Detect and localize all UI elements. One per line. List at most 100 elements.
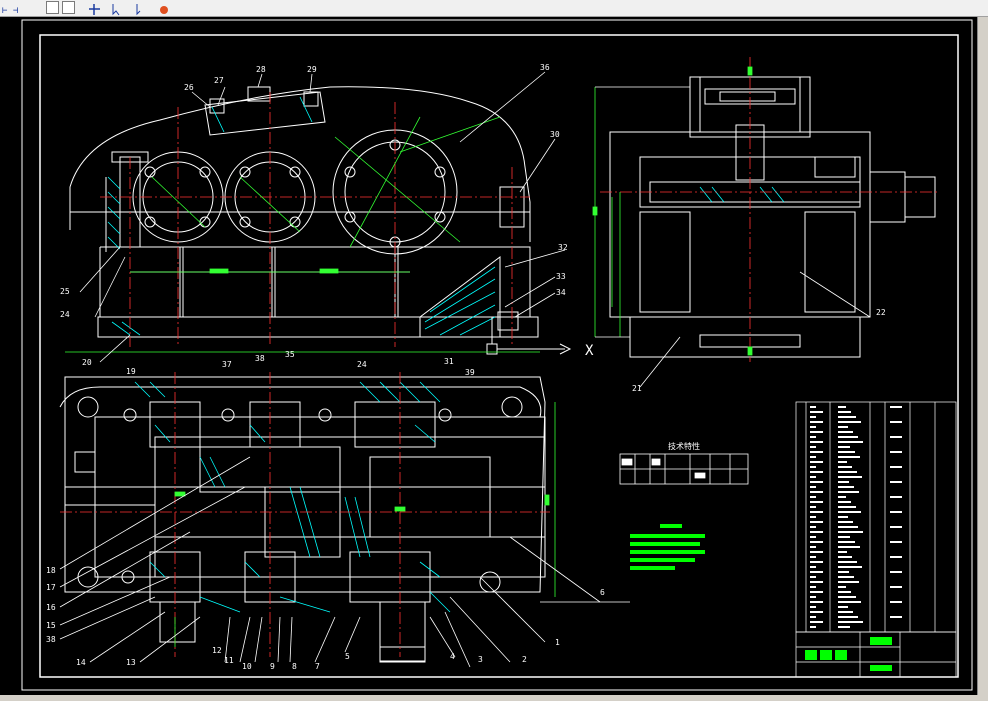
bom-row-mark — [890, 601, 902, 603]
bom-row-mark — [838, 581, 859, 583]
svg-text:13: 13 — [126, 658, 136, 667]
svg-text:12: 12 — [212, 646, 222, 655]
svg-text:5: 5 — [345, 652, 350, 661]
bom-row-mark — [890, 586, 902, 588]
bom-row-mark — [810, 626, 816, 628]
bom-row-mark — [810, 621, 823, 623]
table-title: 技术特性 — [668, 441, 700, 451]
bom-row-mark — [810, 566, 816, 568]
bom-row-mark — [810, 596, 816, 598]
hatch-top — [107, 96, 496, 336]
dimension-icon[interactable]: ⊢ ⊣ — [2, 1, 18, 16]
bom-row-mark — [838, 586, 846, 588]
bom-row-mark — [810, 576, 816, 578]
pointer-icon[interactable] — [110, 1, 123, 16]
rectangle-icon[interactable] — [62, 1, 75, 14]
parts-list-rows — [810, 406, 902, 628]
bom-row-mark — [890, 421, 902, 423]
pointer-icon[interactable] — [132, 1, 145, 16]
bom-row-mark — [810, 451, 823, 453]
svg-text:18: 18 — [46, 566, 56, 575]
bom-row-mark — [890, 511, 902, 513]
bom-row-mark — [810, 586, 816, 588]
bom-row-mark — [838, 431, 853, 433]
svg-text:14: 14 — [76, 658, 86, 667]
bom-row-mark — [890, 496, 902, 498]
bom-row-mark — [838, 426, 848, 428]
svg-text:32: 32 — [558, 243, 568, 252]
svg-text:11: 11 — [224, 656, 234, 665]
bom-row-mark — [810, 591, 823, 593]
bom-row-mark — [810, 476, 816, 478]
bom-row-mark — [810, 611, 823, 613]
svg-text:24: 24 — [60, 310, 70, 319]
bom-row-mark — [890, 451, 902, 453]
bom-row-mark — [838, 616, 858, 618]
svg-text:2: 2 — [522, 655, 527, 664]
bom-row-mark — [838, 521, 853, 523]
bom-row-mark — [838, 501, 851, 503]
bom-row-mark — [838, 441, 863, 443]
svg-text:4: 4 — [450, 652, 455, 661]
status-bar — [0, 695, 988, 701]
bom-row-mark — [810, 521, 823, 523]
bom-row-mark — [838, 486, 854, 488]
bom-row-mark — [838, 411, 851, 413]
svg-text:8: 8 — [292, 662, 297, 671]
bom-row-mark — [838, 511, 861, 513]
vertical-scrollbar[interactable] — [977, 17, 988, 695]
svg-text:9: 9 — [270, 662, 275, 671]
bom-row-mark — [838, 436, 858, 438]
svg-text:26: 26 — [184, 83, 194, 92]
bom-row-mark — [838, 596, 856, 598]
bom-row-mark — [838, 601, 861, 603]
svg-text:3: 3 — [478, 655, 483, 664]
bom-row-mark — [810, 511, 823, 513]
bom-row-mark — [838, 541, 855, 543]
bom-row-mark — [838, 576, 854, 578]
bom-row-mark — [810, 461, 823, 463]
svg-text:15: 15 — [46, 621, 56, 630]
svg-text:⊢ ⊣: ⊢ ⊣ — [2, 6, 18, 16]
bom-row-mark — [810, 526, 816, 528]
bom-row-mark — [810, 491, 823, 493]
bom-row-mark — [890, 616, 902, 618]
svg-text:25: 25 — [60, 287, 70, 296]
bom-row-mark — [838, 456, 860, 458]
dims-side — [592, 66, 753, 356]
svg-text:28: 28 — [256, 65, 266, 74]
drawing-canvas[interactable]: X — [0, 17, 978, 695]
bom-row-mark — [890, 556, 902, 558]
bom-row-mark — [810, 456, 816, 458]
bom-row-mark — [810, 546, 816, 548]
bom-row-mark — [890, 526, 902, 528]
bom-row-mark — [890, 541, 902, 543]
bom-row-mark — [838, 561, 857, 563]
side-view — [609, 76, 936, 358]
bom-row-mark — [890, 466, 902, 468]
svg-text:24: 24 — [357, 360, 367, 369]
bom-row-mark — [838, 471, 857, 473]
bom-row-mark — [810, 471, 823, 473]
bom-row-mark — [838, 446, 850, 448]
hatch-bottom — [134, 381, 451, 613]
bom-row-mark — [838, 476, 862, 478]
fire-icon[interactable] — [158, 1, 171, 14]
axis-label: X — [585, 343, 594, 359]
svg-text:34: 34 — [556, 288, 566, 297]
svg-text:21: 21 — [632, 384, 642, 393]
bom-row-mark — [838, 571, 849, 573]
bom-row-mark — [810, 556, 816, 558]
bom-row-mark — [890, 406, 902, 408]
bom-row-mark — [810, 446, 816, 448]
bom-row-mark — [810, 436, 816, 438]
rectangle-icon[interactable] — [46, 1, 59, 14]
svg-text:30: 30 — [550, 130, 560, 139]
svg-text:6: 6 — [600, 588, 605, 597]
bottom-view — [59, 376, 546, 663]
bom-row-mark — [810, 516, 816, 518]
bom-row-mark — [810, 431, 823, 433]
bom-row-mark — [838, 421, 861, 423]
move-icon[interactable] — [88, 1, 101, 15]
bom-row-mark — [838, 551, 847, 553]
